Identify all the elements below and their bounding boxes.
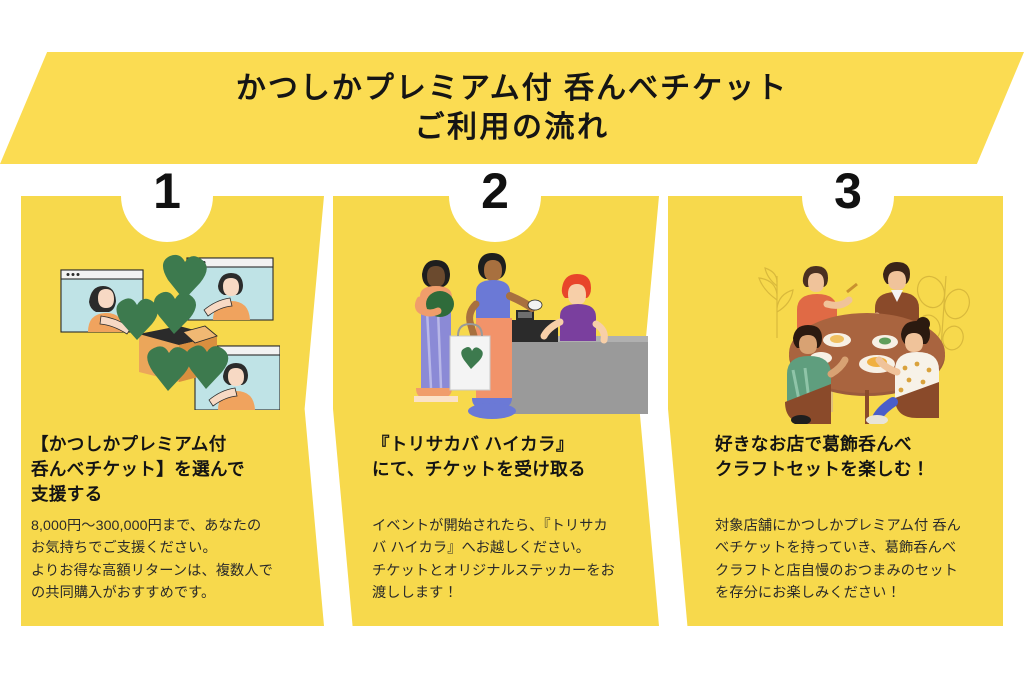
heart-icon (116, 298, 158, 340)
heart-icon (153, 291, 196, 334)
step-1-body-line-1: 8,000円〜300,000円まで、あなたの (31, 518, 262, 534)
customer-figure (414, 260, 458, 402)
step-1-body-line-3: よりお得な高額リターンは、複数人で (31, 562, 273, 579)
step-3-heading: 好きなお店で葛飾呑んべ クラフトセットを楽しむ！ (715, 432, 1015, 482)
header-banner: かつしかプレミアム付 呑んべチケット ご利用の流れ (0, 52, 1024, 164)
plant-decoration (758, 267, 794, 338)
step-2-heading-line-2: にて、チケットを受け取る (372, 458, 586, 479)
step-2-heading: 『トリサカバ ハイカラ』 にて、チケットを受け取る (372, 432, 668, 482)
step-1-body: 8,000円〜300,000円まで、あなたの お気持ちでご支援ください。 よりお… (31, 515, 327, 605)
step-1-illustration (55, 250, 281, 411)
step-3-body-line-4: を存分にお楽しみください！ (715, 585, 901, 602)
header-title-line-1: かつしかプレミアム付 呑んべチケット (235, 72, 789, 105)
step-2-heading-line-1: 『トリサカバ ハイカラ』 (372, 434, 574, 454)
step-1-body-line-4: の共同購入がおすすめです。 (31, 585, 216, 602)
heart-icon (147, 346, 191, 391)
plate (872, 335, 898, 349)
header-title-line-2: ご利用の流れ (414, 111, 610, 144)
step-3-body-line-2: べチケットを持っていき、葛飾呑んべ (715, 540, 957, 557)
step-number-2: 2 (481, 163, 509, 219)
step-number-3: 3 (834, 163, 862, 219)
shopping-bag-icon (449, 322, 491, 391)
step-2-body-line-1: イベントが開始されたら、『トリサカ (372, 518, 608, 534)
store-counter-icon (506, 336, 648, 414)
step-3-heading-line-2: クラフトセットを楽しむ！ (715, 458, 930, 479)
step-3-body: 対象店舗にかつしかプレミアム付 呑ん べチケットを持っていき、葛飾呑んべ クラフ… (715, 515, 1015, 605)
diner-figure (785, 325, 849, 425)
step-panel-3 (668, 196, 1003, 626)
step-3-body-line-1: 対象店舗にかつしかプレミアム付 呑ん (715, 518, 961, 534)
step-3-body-line-3: クラフトと店自慢のおつまみのセット (715, 562, 958, 579)
step-1-body-line-2: お気持ちでご支援ください。 (31, 540, 217, 557)
cashier-figure (540, 274, 608, 344)
step-2-body-line-4: 渡しします！ (372, 585, 458, 602)
step-1-heading-line-1: 【かつしかプレミアム付 (31, 434, 227, 454)
plate (823, 333, 851, 347)
step-3-heading-line-1: 好きなお店で葛飾呑んべ (715, 434, 912, 454)
step-2-body: イベントが開始されたら、『トリサカ バ ハイカラ』へお越しください。 チケットと… (372, 515, 668, 605)
step-1-heading-line-3: 支援する (31, 483, 103, 504)
customer-with-bag-figure (449, 253, 543, 419)
heart-icon (162, 254, 207, 300)
step-1-heading: 【かつしかプレミアム付 呑んべチケット】を選んで 支援する (31, 432, 321, 507)
heart-icon (185, 345, 229, 389)
step-2-body-line-3: チケットとオリジナルステッカーをお (372, 562, 615, 579)
step-3-illustration (735, 252, 1000, 425)
step-2-body-line-2: バ ハイカラ』へお越しください。 (372, 540, 591, 557)
diner-figure (866, 317, 939, 425)
step-2-illustration (398, 252, 648, 424)
step-1-heading-line-2: 呑んべチケット】を選んで (31, 458, 245, 479)
step-number-1: 1 (153, 163, 181, 219)
